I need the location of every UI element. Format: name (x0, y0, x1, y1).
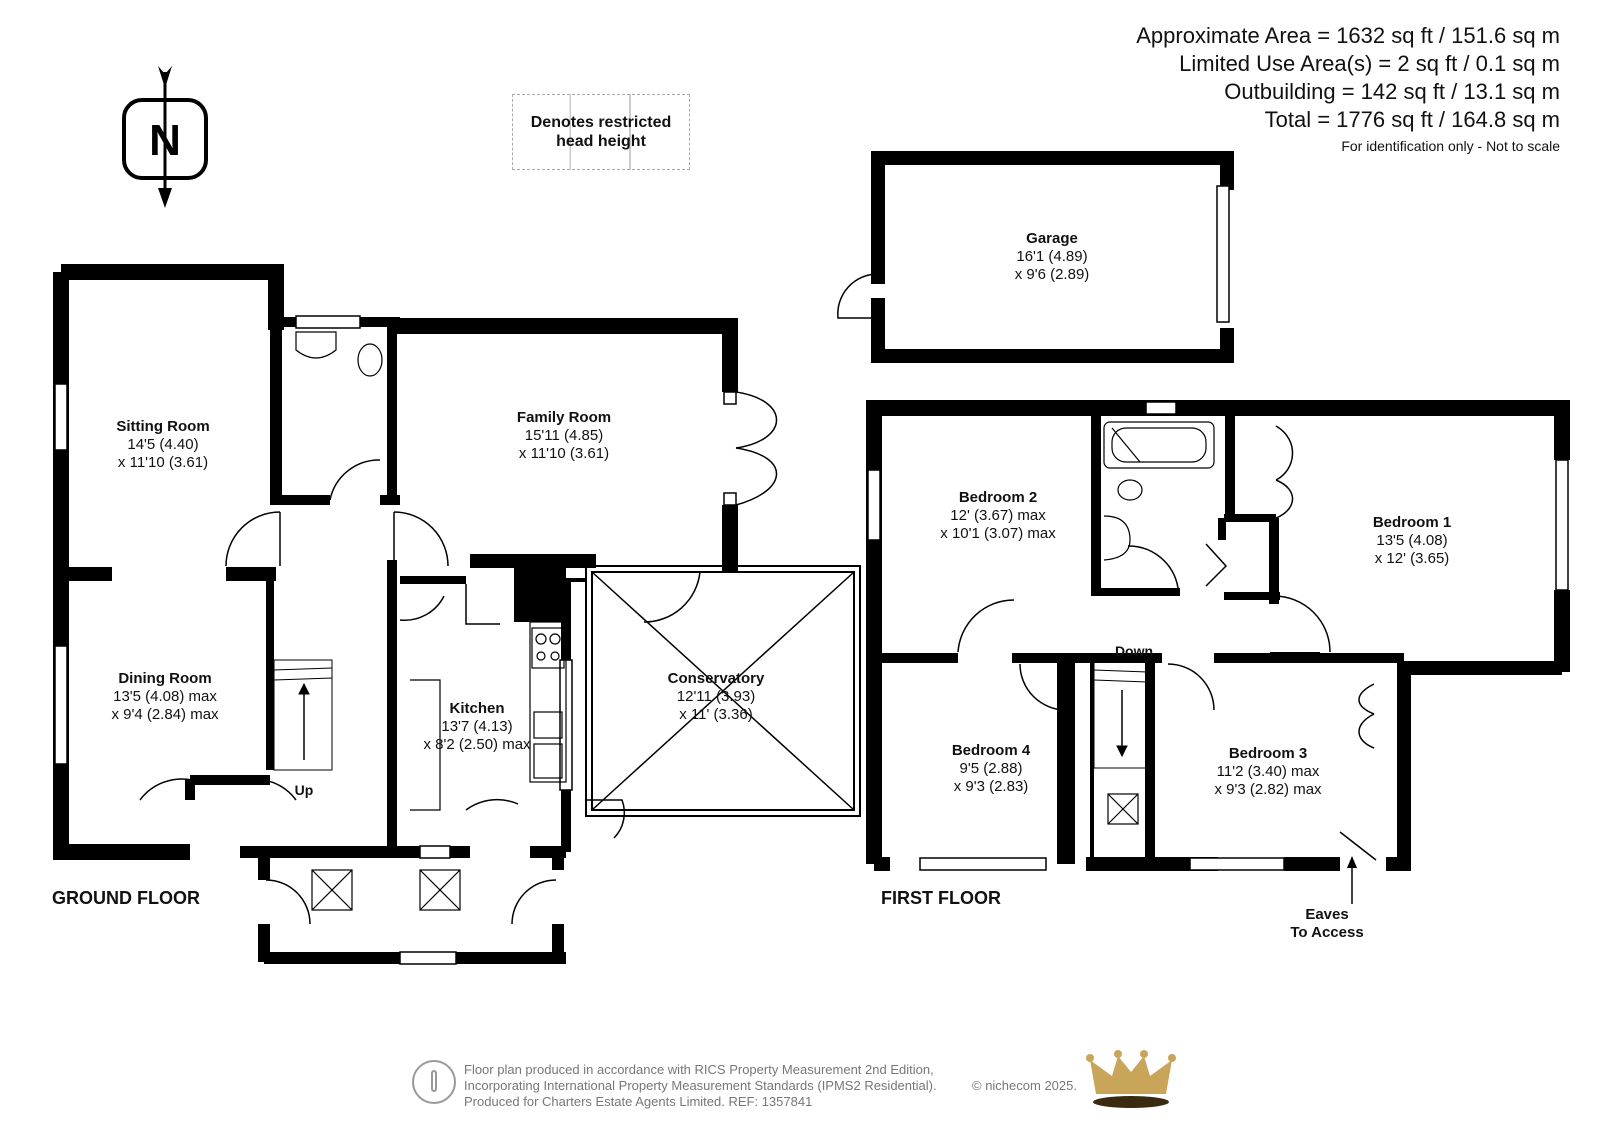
north-arrow-icon: N (122, 66, 208, 208)
first-stairs (1093, 659, 1149, 825)
room-dimension: x 9'4 (2.84) max (111, 706, 219, 723)
restricted-head-height-legend: Denotes restricted head height (512, 94, 690, 170)
room-name: Bedroom 4 (951, 742, 1031, 759)
approximate-area: Approximate Area = 1632 sq ft / 151.6 sq… (1136, 23, 1560, 48)
outbuilding-area: Outbuilding = 142 sq ft / 13.1 sq m (1224, 79, 1560, 104)
room-dimension: x 9'3 (2.82) max (1214, 781, 1322, 798)
room-dimension: x 8'2 (2.50) max (423, 736, 531, 753)
room-dimension: 12' (3.67) max (950, 507, 1046, 524)
bathroom-fixtures (1103, 421, 1215, 561)
footer-line-2: Incorporating International Property Mea… (464, 1078, 937, 1093)
room-dimension: 11'2 (3.40) max (1216, 763, 1320, 780)
room-dimension: x 11'10 (3.61) (117, 454, 209, 471)
first-floor-doors (957, 425, 1377, 861)
ground-floor-doors (139, 391, 778, 925)
stairs-down-label: Down (1114, 643, 1154, 659)
room-kitchen: Kitchen 13'7 (4.13) x 8'2 (2.50) max (423, 700, 530, 754)
area-summary: Approximate Area = 1632 sq ft / 151.6 sq… (1136, 22, 1560, 158)
first-floor-label: FIRST FLOOR (881, 888, 1001, 908)
room-sitting: Sitting Room 14'5 (4.40) x 11'10 (3.61) (116, 418, 209, 472)
crown-logo-icon (1086, 1050, 1176, 1108)
ground-stairs (273, 659, 333, 771)
ground-floor-walls (53, 264, 861, 964)
room-bedroom-3: Bedroom 3 11'2 (3.40) max x 9'3 (2.82) m… (1214, 745, 1321, 799)
first-floor-walls (866, 400, 1570, 871)
identification-note: For identification only - Not to scale (1341, 138, 1560, 154)
compass-letter: N (149, 116, 181, 165)
room-name: Kitchen (449, 700, 505, 717)
eaves-line-1: Eaves (1305, 906, 1349, 923)
room-dining: Dining Room 13'5 (4.08) max x 9'4 (2.84)… (111, 670, 218, 724)
room-dimension: x 11' (3.36) (679, 706, 753, 723)
room-bedroom-2: Bedroom 2 12' (3.67) max x 10'1 (3.07) m… (940, 489, 1055, 543)
room-bedroom-4: Bedroom 4 9'5 (2.88) x 9'3 (2.83) (952, 742, 1030, 796)
room-conservatory: Conservatory 12'11 (3.93) x 11' (3.36) (668, 670, 765, 724)
room-family: Family Room 15'11 (4.85) x 11'10 (3.61) (517, 409, 611, 463)
limited-use-area: Limited Use Area(s) = 2 sq ft / 0.1 sq m (1179, 51, 1560, 76)
room-dimension: x 10'1 (3.07) max (940, 525, 1056, 542)
room-name: Bedroom 1 (1372, 514, 1452, 531)
eaves-label: Eaves To Access (1290, 906, 1363, 942)
room-name: Bedroom 2 (958, 489, 1038, 506)
eaves-line-2: To Access (1290, 924, 1364, 941)
room-name: Sitting Room (116, 418, 210, 435)
room-dimension: 13'5 (4.08) max (113, 688, 217, 705)
person-measure-icon (412, 1060, 456, 1104)
room-dimension: x 9'6 (2.89) (1014, 266, 1090, 283)
kitchen-fixtures (410, 621, 567, 811)
room-name: Garage (1026, 230, 1078, 247)
restricted-legend-text: Denotes restricted head height (530, 114, 672, 150)
room-garage: Garage 16'1 (4.89) x 9'6 (2.89) (1015, 230, 1090, 284)
room-dimension: 15'11 (4.85) (524, 427, 604, 444)
footer-line-3: Produced for Charters Estate Agents Limi… (464, 1094, 813, 1109)
room-dimension: x 12' (3.65) (1374, 550, 1450, 567)
eaves-arrow-icon (1347, 856, 1357, 904)
room-dimension: 16'1 (4.89) (1016, 248, 1088, 265)
room-name: Family Room (516, 409, 612, 426)
ground-floor-label: GROUND FLOOR (52, 888, 200, 908)
total-area: Total = 1776 sq ft / 164.8 sq m (1264, 107, 1560, 132)
ground-floor-windows (54, 315, 737, 965)
footer-copyright: © nichecom 2025. (972, 1078, 1077, 1093)
first-floor-windows (867, 401, 1569, 871)
room-dimension: x 9'3 (2.83) (953, 778, 1029, 795)
stairs-up-label: Up (294, 782, 314, 798)
footer-line-1: Floor plan produced in accordance with R… (464, 1062, 934, 1077)
room-dimension: 13'5 (4.08) (1376, 532, 1448, 549)
porch-skylights (311, 869, 461, 911)
footer-text: Floor plan produced in accordance with R… (464, 1062, 937, 1110)
room-dimension: 9'5 (2.88) (959, 760, 1023, 777)
room-dimension: 14'5 (4.40) (127, 436, 199, 453)
ground-wc-fixtures (295, 331, 383, 377)
room-name: Dining Room (118, 670, 212, 687)
room-dimension: x 11'10 (3.61) (518, 445, 610, 462)
room-bedroom-1: Bedroom 1 13'5 (4.08) x 12' (3.65) (1373, 514, 1451, 568)
room-dimension: 12'11 (3.93) (676, 688, 756, 705)
room-name: Bedroom 3 (1228, 745, 1308, 762)
garage-walls (837, 151, 1234, 363)
room-name: Conservatory (667, 670, 765, 687)
room-dimension: 13'7 (4.13) (441, 718, 513, 735)
